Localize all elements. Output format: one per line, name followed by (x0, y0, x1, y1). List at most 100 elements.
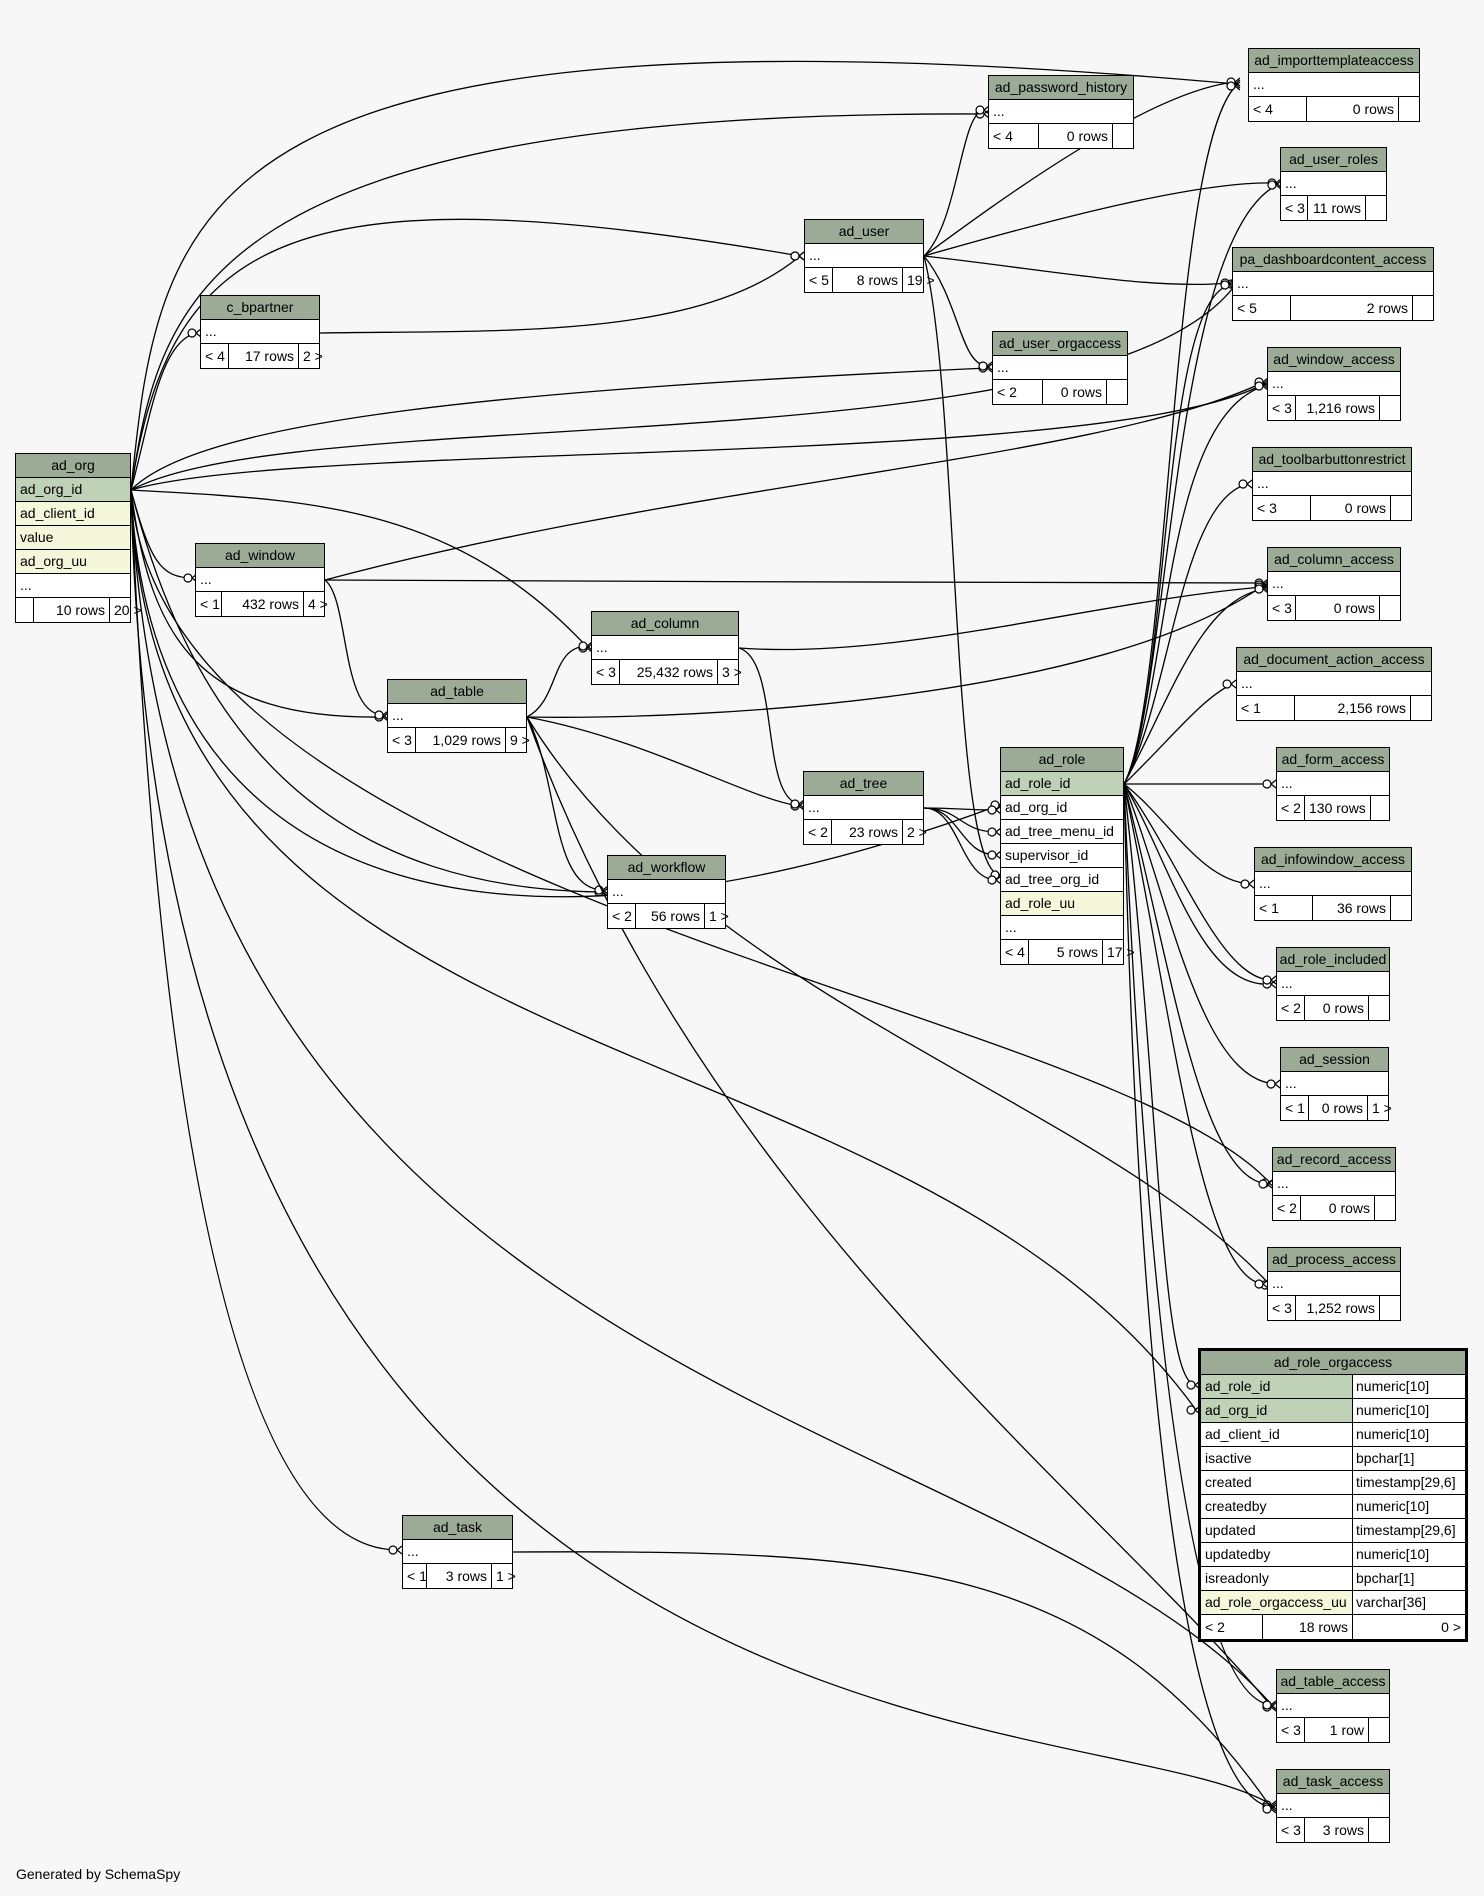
child-count (1107, 380, 1127, 404)
row-count: 0 rows (1307, 97, 1399, 121)
relationship-line (1123, 783, 1269, 1185)
parent-count: < 3 (1277, 1818, 1305, 1842)
table-header: ad_form_access (1277, 748, 1389, 772)
relationship-line (1123, 284, 1231, 785)
table-column-row: ... (1237, 672, 1431, 696)
child-count: 2 > (907, 824, 927, 840)
row-count: 0 rows (1311, 496, 1391, 520)
table-header: ad_role (1001, 748, 1123, 772)
table-header: ad_org (16, 454, 130, 478)
optional-many-marker (1254, 377, 1264, 387)
column-type: bpchar[1] (1356, 1450, 1415, 1466)
optional-many-marker (978, 361, 988, 371)
column-type: numeric[10] (1356, 1546, 1430, 1562)
parent-count: < 1 (1281, 1096, 1309, 1120)
relationship-line (738, 647, 801, 805)
parent-count: < 2 (993, 380, 1043, 404)
optional-many-marker (1262, 779, 1272, 789)
table-header: ad_password_history (989, 76, 1133, 100)
relationship-line (526, 645, 589, 718)
table-header: ad_session (1281, 1048, 1388, 1072)
relationship-line (526, 716, 801, 807)
optional-many-marker (1262, 979, 1272, 989)
row-count: 10 rows (34, 598, 110, 622)
table-column-row: ... (1268, 372, 1400, 396)
table-column-row: ... (1281, 172, 1386, 196)
parent-count (16, 598, 34, 622)
row-count: 11 rows (1308, 196, 1366, 220)
column-type: numeric[10] (1356, 1498, 1430, 1514)
relationship-line (923, 807, 998, 833)
child-count: 1 > (709, 908, 729, 924)
optional-many-marker (1254, 379, 1264, 389)
optional-many-marker (1267, 178, 1277, 188)
crow-foot-marker (1234, 77, 1241, 87)
optional-many-marker (790, 251, 800, 261)
optional-many-marker (987, 805, 997, 815)
table-header: ad_window (196, 544, 324, 568)
optional-many-marker (1254, 584, 1264, 594)
child-count: 19 > (907, 272, 935, 288)
optional-many-marker (1262, 1702, 1272, 1712)
child-count: 4 > (308, 596, 328, 612)
child-count (1371, 796, 1389, 820)
row-count: 0 rows (1039, 124, 1113, 148)
optional-many-marker (1220, 280, 1230, 290)
crow-foot-marker (1234, 79, 1241, 89)
table-header: ad_user_orgaccess (993, 332, 1127, 356)
table-column-row: ... (805, 244, 923, 268)
optional-many-marker (1226, 77, 1236, 87)
table-header: ad_toolbarbuttonrestrict (1253, 448, 1411, 472)
relationship-line (923, 807, 998, 856)
optional-many-marker (990, 870, 1000, 880)
column-name: createdby (1201, 1495, 1353, 1518)
row-count: 130 rows (1305, 796, 1371, 820)
child-count (1369, 1718, 1389, 1742)
row-count: 17 rows (229, 344, 299, 368)
table-column-row: ... (1277, 1794, 1389, 1818)
parent-count: < 4 (989, 124, 1039, 148)
optional-many-marker (790, 799, 800, 809)
optional-many-marker (987, 850, 997, 860)
optional-many-marker (1262, 1800, 1272, 1810)
relationship-line (923, 109, 986, 257)
row-count: 25,432 rows (620, 660, 718, 684)
relationship-line (923, 255, 1001, 876)
